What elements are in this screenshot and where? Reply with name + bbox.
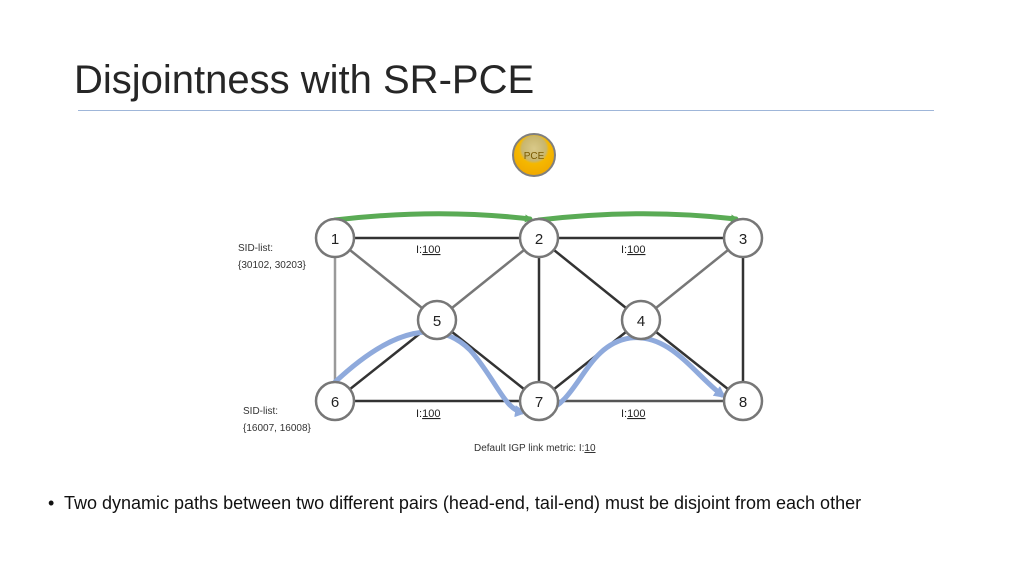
metric-label-1-2: I:100 <box>416 244 440 256</box>
svg-text:8: 8 <box>739 394 747 411</box>
link-3-4 <box>640 237 744 321</box>
bullet-marker: • <box>48 493 55 513</box>
sid-list-top-heading: SID-list: <box>238 243 273 254</box>
router-node-3: 3 <box>722 217 764 259</box>
link-5-7 <box>436 319 540 402</box>
metric-label-6-7: I:100 <box>416 408 440 420</box>
sid-list-bottom-values: {16007, 16008} <box>243 423 312 434</box>
link-2-4 <box>538 237 642 321</box>
router-node-6: 6 <box>314 380 356 422</box>
router-node-1: 1 <box>314 217 356 259</box>
sid-list-top-values: {30102, 30203} <box>238 260 307 271</box>
link-1-5 <box>334 237 438 321</box>
svg-text:3: 3 <box>739 231 747 248</box>
default-metric-note: Default IGP link metric: I:10 <box>474 443 596 454</box>
router-node-5: 5 <box>416 299 458 341</box>
router-node-8: 8 <box>722 380 764 422</box>
metric-label-7-8: I:100 <box>621 408 645 420</box>
title-divider <box>78 110 934 111</box>
pce-node: PCE <box>512 133 556 177</box>
svg-text:6: 6 <box>331 394 339 411</box>
svg-text:2: 2 <box>535 231 543 248</box>
links <box>333 236 745 403</box>
router-node-7: 7 <box>518 380 560 422</box>
svg-text:4: 4 <box>637 313 645 330</box>
svg-text:7: 7 <box>535 394 543 411</box>
router-node-4: 4 <box>620 299 662 341</box>
link-2-5 <box>436 237 540 321</box>
sid-list-bottom-heading: SID-list: <box>243 406 278 417</box>
slide-title: Disjointness with SR-PCE <box>74 58 535 102</box>
blue-path <box>330 329 727 418</box>
bullet-text: Two dynamic paths between two different … <box>64 493 862 513</box>
metric-label-2-3: I:100 <box>621 244 645 256</box>
pce-label: PCE <box>524 151 545 162</box>
router-node-2: 2 <box>518 217 560 259</box>
svg-text:1: 1 <box>331 231 339 248</box>
link-4-7 <box>538 319 642 402</box>
bullet-point: • Two dynamic paths between two different… <box>48 493 861 514</box>
green-path <box>332 211 739 223</box>
svg-text:5: 5 <box>433 313 441 330</box>
